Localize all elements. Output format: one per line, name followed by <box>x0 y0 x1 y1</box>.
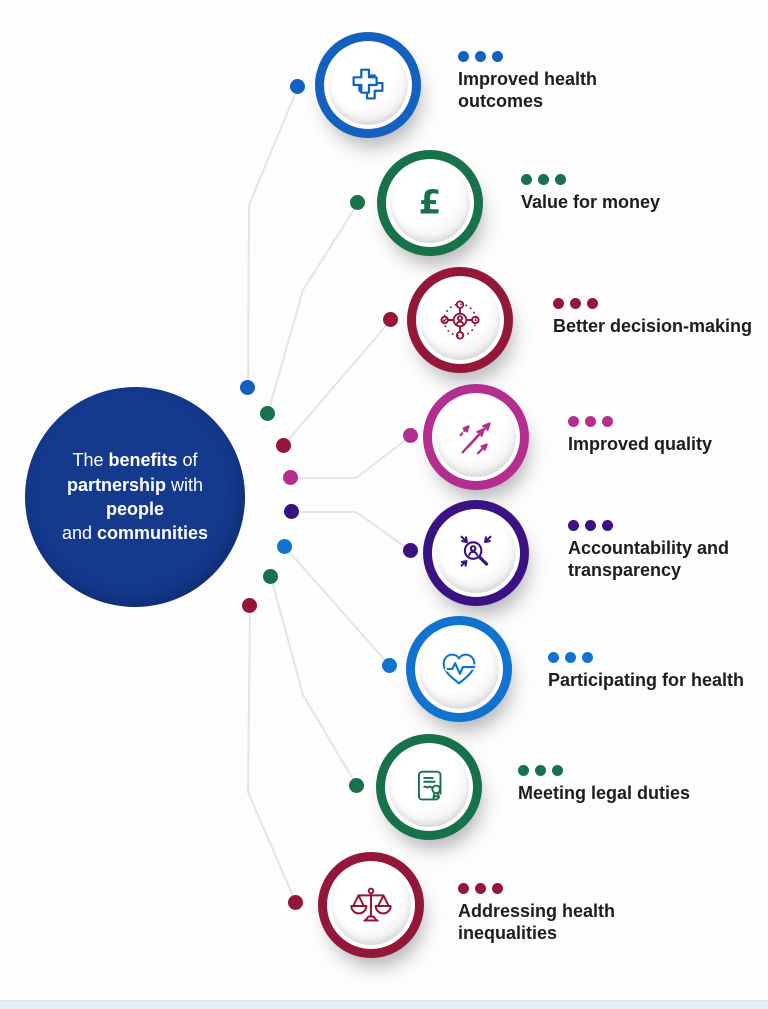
badge-improved-quality <box>423 384 529 490</box>
branch-dot-better-decision-making <box>383 312 398 327</box>
badge-face: £ <box>390 163 470 243</box>
connector-line <box>292 511 412 552</box>
label-group-improved-quality: Improved quality <box>568 416 712 456</box>
branch-dot-improved-quality <box>403 428 418 443</box>
label-group-better-decision-making: Better decision-making <box>553 298 752 338</box>
central-hub: The benefits of partnership with people … <box>25 387 245 607</box>
badge-accountability <box>423 500 529 606</box>
badge-improved-health-outcomes <box>315 32 421 138</box>
triple-dots-icon <box>521 174 660 185</box>
branch-dot-participating-for-health <box>382 658 397 673</box>
label-group-value-for-money: Value for money <box>521 174 660 214</box>
rising-arrows-icon <box>459 422 491 455</box>
footer-strip <box>0 1000 768 1009</box>
badge-value-for-money: £ <box>377 150 483 256</box>
badge-face <box>420 280 500 360</box>
badge-face <box>419 629 499 709</box>
hub-dot-improved-quality <box>283 470 298 485</box>
branch-label: Accountability and transparency <box>568 538 730 580</box>
svg-text:£: £ <box>419 184 442 222</box>
badge-face <box>436 513 516 593</box>
hub-dot-meeting-legal-duties <box>263 569 278 584</box>
connector-line <box>270 576 358 787</box>
magnifier-person-icon <box>460 535 492 567</box>
medical-cross-icon <box>352 68 384 100</box>
branch-dot-value-for-money <box>350 195 365 210</box>
connector-line <box>267 202 359 414</box>
label-group-accountability: Accountability and transparency <box>568 520 748 582</box>
connector-line <box>247 86 299 389</box>
branch-dot-meeting-legal-duties <box>349 778 364 793</box>
label-group-health-inequalities: Addressing health inequalities <box>458 883 636 945</box>
branch-label: Improved health outcomes <box>458 69 598 111</box>
badge-face <box>331 865 411 945</box>
badge-face <box>389 747 469 827</box>
badge-better-decision-making <box>407 267 513 373</box>
branch-dot-health-inequalities <box>288 895 303 910</box>
badge-participating-for-health <box>406 616 512 722</box>
triple-dots-icon <box>458 51 620 62</box>
balance-scales-icon <box>350 887 392 922</box>
connector-line <box>291 435 412 479</box>
connector-line <box>246 605 297 904</box>
label-group-meeting-legal-duties: Meeting legal duties <box>518 765 690 805</box>
hub-dot-accountability <box>284 504 299 519</box>
heart-pulse-icon <box>442 653 477 685</box>
branch-label: Meeting legal duties <box>518 783 691 803</box>
badge-face <box>328 45 408 125</box>
branch-label: Better decision-making <box>553 316 753 336</box>
branch-label: Addressing health inequalities <box>458 901 616 943</box>
hub-dot-participating-for-health <box>277 539 292 554</box>
triple-dots-icon <box>553 298 752 309</box>
branch-label: Value for money <box>521 192 661 212</box>
triple-dots-icon <box>518 765 690 776</box>
triple-dots-icon <box>548 652 744 663</box>
branch-dot-accountability <box>403 543 418 558</box>
branch-dot-improved-health-outcomes <box>290 79 305 94</box>
label-group-improved-health-outcomes: Improved health outcomes <box>458 51 620 113</box>
triple-dots-icon <box>458 883 636 894</box>
triple-dots-icon <box>568 416 712 427</box>
badge-meeting-legal-duties <box>376 734 482 840</box>
triple-dots-icon <box>568 520 748 531</box>
hub-dot-value-for-money <box>260 406 275 421</box>
central-hub-text: The benefits of partnership with people … <box>61 450 209 544</box>
branch-label: Improved quality <box>568 434 713 454</box>
hub-dot-health-inequalities <box>242 598 257 613</box>
connector-line <box>284 546 391 667</box>
legal-scroll-icon <box>417 770 442 801</box>
branch-label: Participating for health <box>548 670 745 690</box>
people-network-icon <box>440 300 480 340</box>
badge-face <box>436 397 516 477</box>
label-group-participating-for-health: Participating for health <box>548 652 744 692</box>
pound-sterling-icon: £ <box>419 184 442 222</box>
connector-line <box>282 319 392 447</box>
hub-dot-better-decision-making <box>276 438 291 453</box>
badge-health-inequalities <box>318 852 424 958</box>
hub-dot-improved-health-outcomes <box>240 380 255 395</box>
